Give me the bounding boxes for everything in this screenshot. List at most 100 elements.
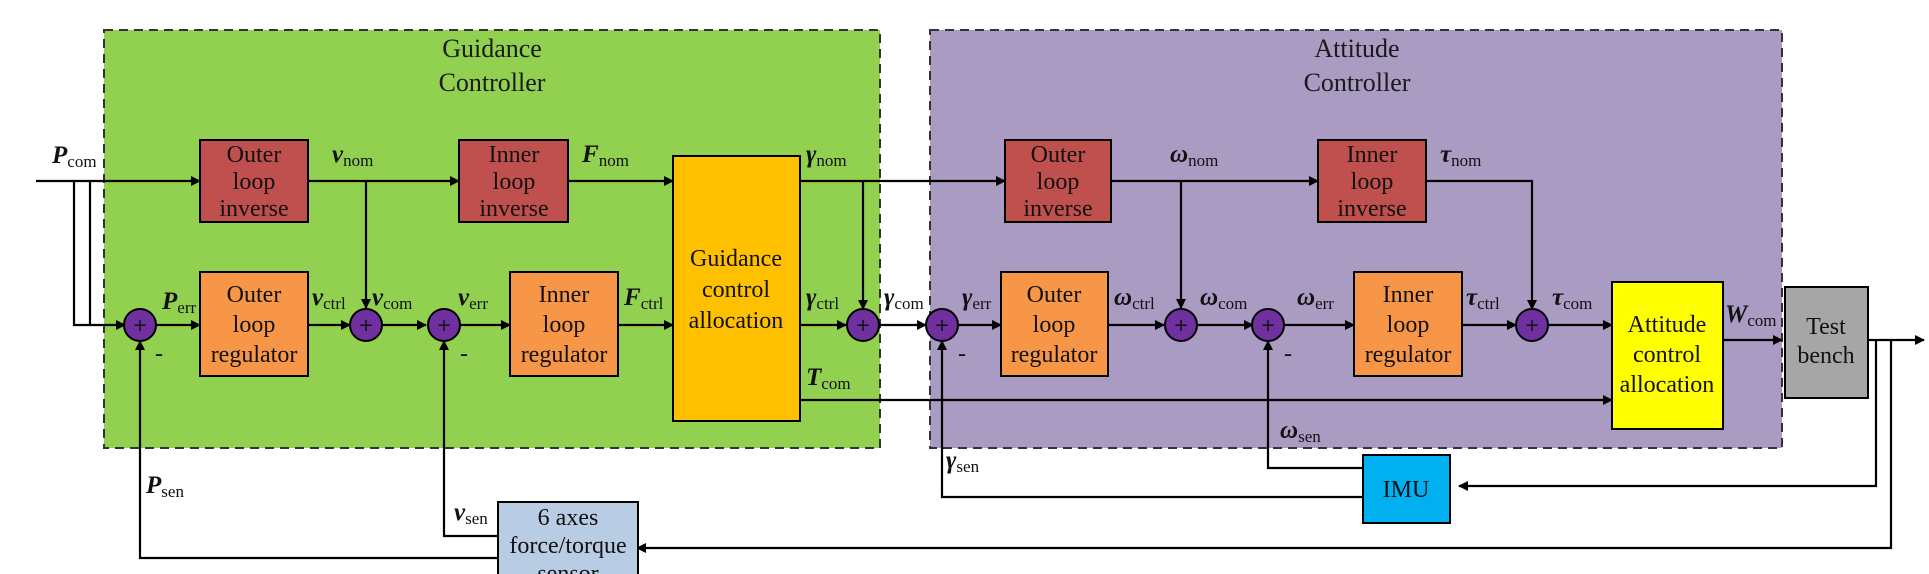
label-f-nom: Fnom bbox=[581, 141, 629, 170]
label-omega-ctrl: ωctrl bbox=[1114, 284, 1155, 313]
svg-text:Inner: Inner bbox=[1347, 142, 1398, 168]
svg-text:loop: loop bbox=[1387, 312, 1430, 338]
svg-text:regulator: regulator bbox=[211, 342, 298, 368]
sum-junction-velocity-err: + bbox=[427, 308, 461, 342]
svg-text:inverse: inverse bbox=[1337, 196, 1406, 222]
svg-text:Guidance: Guidance bbox=[690, 246, 782, 272]
svg-text:regulator: regulator bbox=[1365, 342, 1452, 368]
label-gamma-sen: γsen bbox=[946, 447, 980, 476]
label-tau-nom: τnom bbox=[1440, 141, 1481, 170]
attitude-title-line2: Controller bbox=[1304, 68, 1411, 97]
block-force-torque-sensor: 6 axes force/torque sensor bbox=[497, 501, 639, 574]
svg-text:Attitude: Attitude bbox=[1628, 312, 1707, 338]
label-v-com: vcom bbox=[372, 284, 412, 313]
svg-text:sensor: sensor bbox=[537, 561, 598, 574]
sum-junction-gamma-com: + bbox=[846, 308, 880, 342]
svg-text:+: + bbox=[436, 315, 451, 336]
svg-text:+: + bbox=[1173, 315, 1188, 336]
label-v-ctrl: vctrl bbox=[312, 284, 346, 313]
block-attitude-inner-loop-regulator: Inner loop regulator bbox=[1353, 271, 1463, 377]
svg-text:inverse: inverse bbox=[219, 196, 288, 222]
label-w-com: Wcom bbox=[1725, 301, 1777, 330]
svg-text:+: + bbox=[1260, 315, 1275, 336]
block-attitude-inner-loop-inverse: Inner loop inverse bbox=[1317, 139, 1427, 223]
svg-text:inverse: inverse bbox=[1023, 196, 1092, 222]
label-gamma-err: γerr bbox=[962, 284, 992, 313]
svg-text:Inner: Inner bbox=[1383, 282, 1434, 308]
block-attitude-outer-loop-regulator: Outer loop regulator bbox=[1000, 271, 1109, 377]
svg-text:loop: loop bbox=[233, 169, 276, 195]
sum-junction-gamma-err: + bbox=[925, 308, 959, 342]
block-imu: IMU bbox=[1362, 454, 1451, 524]
label-gamma-nom: γnom bbox=[806, 141, 847, 170]
minus-sign-velocity: - bbox=[460, 341, 468, 367]
svg-text:Outer: Outer bbox=[1031, 142, 1086, 168]
signal-wires bbox=[36, 176, 1925, 560]
svg-text:inverse: inverse bbox=[479, 196, 548, 222]
label-tau-com: τcom bbox=[1552, 284, 1592, 313]
svg-text:loop: loop bbox=[493, 169, 536, 195]
minus-sign-omega: - bbox=[1284, 341, 1292, 367]
label-p-err: Perr bbox=[161, 288, 196, 317]
svg-text:Outer: Outer bbox=[227, 282, 282, 308]
label-tau-ctrl: τctrl bbox=[1466, 284, 1500, 313]
label-gamma-com: γcom bbox=[884, 284, 924, 313]
label-omega-nom: ωnom bbox=[1170, 141, 1218, 170]
svg-text:Inner: Inner bbox=[489, 142, 540, 168]
label-omega-err: ωerr bbox=[1297, 284, 1334, 313]
svg-text:loop: loop bbox=[1351, 169, 1394, 195]
block-attitude-control-allocation: Attitude control allocation bbox=[1611, 281, 1724, 430]
attitude-title-line1: Attitude bbox=[1314, 34, 1399, 63]
sum-junction-tau-com: + bbox=[1515, 308, 1549, 342]
label-omega-com: ωcom bbox=[1200, 284, 1247, 313]
svg-text:+: + bbox=[855, 315, 870, 336]
svg-text:regulator: regulator bbox=[1011, 342, 1098, 368]
label-omega-sen: ωsen bbox=[1280, 417, 1321, 446]
svg-text:+: + bbox=[132, 315, 147, 336]
block-attitude-outer-loop-inverse: Outer loop inverse bbox=[1004, 139, 1112, 223]
label-v-sen: vsen bbox=[454, 499, 488, 528]
svg-text:loop: loop bbox=[1037, 169, 1080, 195]
sum-junction-omega-err: + bbox=[1251, 308, 1285, 342]
guidance-title-line2: Controller bbox=[439, 68, 546, 97]
svg-text:control: control bbox=[702, 277, 770, 303]
svg-text:control: control bbox=[1633, 342, 1701, 368]
block-test-bench: Test bench bbox=[1784, 286, 1869, 399]
svg-text:allocation: allocation bbox=[689, 308, 784, 334]
svg-text:bench: bench bbox=[1797, 343, 1854, 369]
guidance-title-line1: Guidance bbox=[442, 34, 542, 63]
minus-sign-gamma: - bbox=[958, 341, 966, 367]
summing-junctions: + + + + + + + + bbox=[123, 308, 1549, 342]
block-guidance-outer-loop-inverse: Outer loop inverse bbox=[199, 139, 309, 223]
svg-text:+: + bbox=[1524, 315, 1539, 336]
svg-text:allocation: allocation bbox=[1620, 372, 1715, 398]
svg-text:Outer: Outer bbox=[227, 142, 282, 168]
block-guidance-outer-loop-regulator: Outer loop regulator bbox=[199, 271, 309, 377]
sum-junction-omega-com: + bbox=[1164, 308, 1198, 342]
svg-text:Test: Test bbox=[1806, 314, 1846, 340]
sum-junction-position: + bbox=[123, 308, 157, 342]
label-f-ctrl: Fctrl bbox=[623, 284, 664, 313]
svg-text:loop: loop bbox=[233, 312, 276, 338]
label-p-com: Pcom bbox=[51, 142, 97, 171]
label-gamma-ctrl: γctrl bbox=[806, 284, 839, 313]
label-p-sen: Psen bbox=[145, 472, 184, 501]
block-guidance-inner-loop-inverse: Inner loop inverse bbox=[458, 139, 569, 223]
sum-junction-velocity-com: + bbox=[349, 308, 383, 342]
svg-text:loop: loop bbox=[1033, 312, 1076, 338]
label-v-nom: vnom bbox=[332, 141, 373, 170]
svg-text:regulator: regulator bbox=[521, 342, 608, 368]
svg-text:+: + bbox=[934, 315, 949, 336]
svg-text:IMU: IMU bbox=[1383, 477, 1430, 503]
svg-text:Inner: Inner bbox=[539, 282, 590, 308]
minus-sign-position: - bbox=[155, 341, 163, 367]
svg-text:force/torque: force/torque bbox=[509, 533, 626, 559]
label-v-err: verr bbox=[458, 284, 488, 313]
svg-text:6 axes: 6 axes bbox=[538, 505, 599, 531]
label-t-com: Tcom bbox=[806, 364, 851, 393]
block-guidance-control-allocation: Guidance control allocation bbox=[672, 155, 801, 422]
block-guidance-inner-loop-regulator: Inner loop regulator bbox=[509, 271, 619, 377]
svg-text:loop: loop bbox=[543, 312, 586, 338]
svg-text:+: + bbox=[358, 315, 373, 336]
